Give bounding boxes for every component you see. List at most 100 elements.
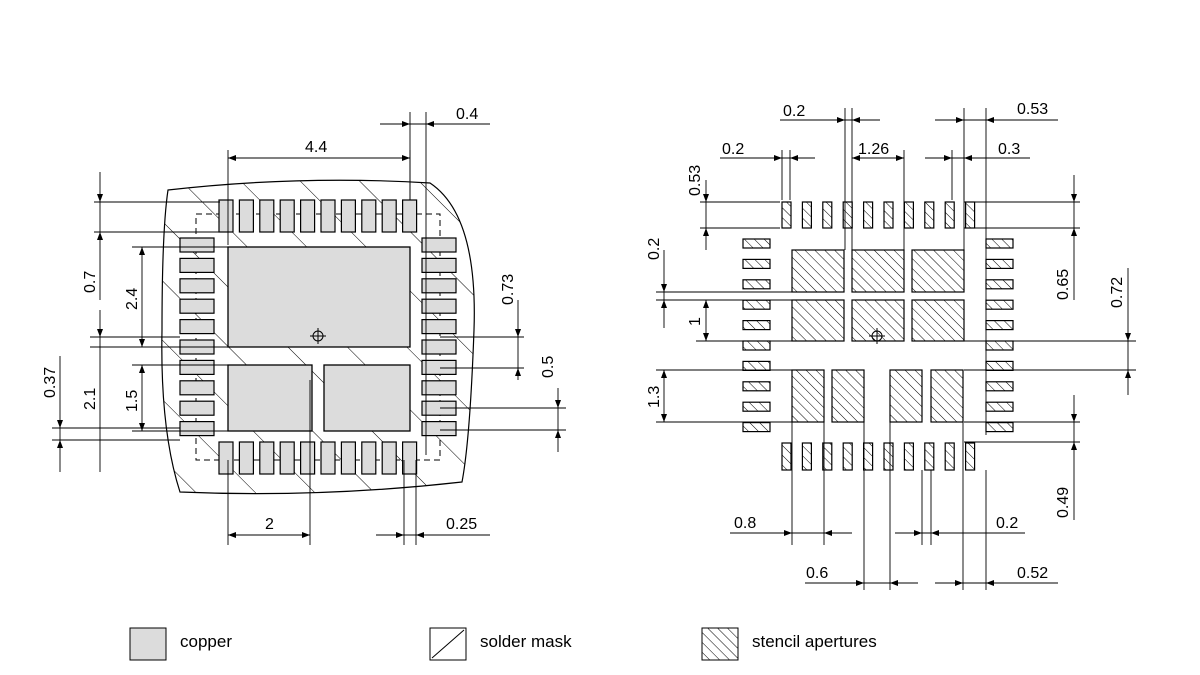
stencil-pad bbox=[985, 422, 1014, 433]
pad bbox=[300, 199, 316, 233]
stencil-pad bbox=[862, 442, 874, 471]
pad bbox=[421, 359, 457, 375]
dim-0-4: 0.4 bbox=[456, 106, 478, 123]
pad bbox=[238, 441, 254, 475]
pad bbox=[421, 298, 457, 314]
pad bbox=[340, 199, 356, 233]
stencil-pad bbox=[742, 360, 771, 371]
pad bbox=[259, 441, 275, 475]
stencil-pad bbox=[985, 360, 1014, 371]
dim-r-0-2-left: 0.2 bbox=[646, 238, 663, 260]
stencil-pad bbox=[985, 320, 1014, 331]
stencil-pad bbox=[985, 381, 1014, 392]
pad bbox=[421, 421, 457, 437]
dim-r-1-left: 1 bbox=[687, 317, 704, 326]
pad bbox=[361, 441, 377, 475]
legend-solder-mask-label: solder mask bbox=[480, 632, 572, 651]
dim-2-1: 2.1 bbox=[82, 388, 99, 410]
pad bbox=[361, 199, 377, 233]
exposed-pad-bottom-right bbox=[323, 364, 411, 432]
pad bbox=[381, 441, 397, 475]
pad bbox=[179, 257, 215, 273]
stencil-pad bbox=[964, 201, 976, 229]
stencil-pad bbox=[944, 442, 955, 471]
pads-left bbox=[179, 237, 215, 437]
pad bbox=[402, 199, 418, 233]
pad bbox=[421, 380, 457, 396]
legend-copper-swatch bbox=[129, 627, 167, 661]
pad bbox=[421, 278, 457, 294]
dim-r-0-49: 0.49 bbox=[1055, 487, 1072, 518]
pad bbox=[179, 298, 215, 314]
left-dimension-labels: 4.4 0.4 0.7 2.4 0.37 2.1 1.5 0.73 0.5 2 … bbox=[42, 106, 557, 533]
stencil-pad bbox=[801, 201, 813, 229]
dim-r-0-3: 0.3 bbox=[998, 141, 1020, 158]
dim-0-25: 0.25 bbox=[446, 516, 477, 533]
exposed-pad-large bbox=[227, 246, 411, 348]
stencil-pad bbox=[742, 422, 771, 433]
stencil-pad bbox=[944, 201, 955, 229]
pad bbox=[179, 237, 215, 253]
pads-bottom bbox=[218, 441, 418, 475]
legend-solder-mask-swatch bbox=[429, 627, 467, 661]
stencil-pad bbox=[903, 442, 915, 471]
stencil-pad bbox=[742, 340, 771, 351]
pad bbox=[179, 380, 215, 396]
stencil-pad bbox=[842, 442, 853, 471]
pad bbox=[320, 199, 336, 233]
dim-r-0-53-top: 0.53 bbox=[1017, 101, 1048, 118]
dim-r-0-8: 0.8 bbox=[734, 515, 756, 532]
pad bbox=[320, 441, 336, 475]
stencil-pad bbox=[985, 401, 1014, 412]
stencil-pad bbox=[742, 381, 771, 392]
stencil-pads-right bbox=[985, 238, 1014, 433]
stencil-pad bbox=[985, 279, 1014, 290]
stencil-pad bbox=[883, 442, 894, 471]
stencil-pad bbox=[822, 442, 833, 471]
stencil-apertures-lower bbox=[791, 369, 964, 423]
pad bbox=[218, 199, 234, 233]
stencil-pad bbox=[742, 238, 771, 249]
stencil-pad bbox=[822, 201, 833, 229]
legend: copper solder mask stencil apertures bbox=[129, 627, 877, 661]
stencil-pad bbox=[903, 201, 915, 229]
pad bbox=[421, 319, 457, 335]
stencil-pad bbox=[742, 401, 771, 412]
right-view: 0.2 0.53 0.2 1.26 0.3 0.53 0.2 1 1.3 0.6… bbox=[646, 101, 1136, 590]
stencil-pad bbox=[985, 258, 1014, 269]
stencil-pad bbox=[742, 299, 771, 310]
pad bbox=[279, 199, 295, 233]
dim-r-0-53-left: 0.53 bbox=[687, 165, 704, 196]
right-dimension-arrows bbox=[661, 117, 1131, 586]
dim-0-7: 0.7 bbox=[82, 271, 99, 293]
legend-copper-label: copper bbox=[180, 632, 232, 651]
package-outline bbox=[195, 213, 441, 461]
stencil-pads-top bbox=[781, 201, 976, 229]
pad bbox=[179, 278, 215, 294]
pad bbox=[402, 441, 418, 475]
pad bbox=[179, 319, 215, 335]
left-dimension-arrows bbox=[57, 121, 561, 538]
dim-r-0-2-topleft: 0.2 bbox=[722, 141, 744, 158]
pads-top bbox=[218, 199, 418, 233]
dim-r-1-3: 1.3 bbox=[646, 386, 663, 408]
stencil-pad bbox=[781, 442, 792, 471]
dim-r-0-2-top: 0.2 bbox=[783, 103, 805, 120]
dim-r-1-26: 1.26 bbox=[858, 141, 889, 158]
stencil-pad bbox=[781, 201, 792, 229]
pad bbox=[238, 199, 254, 233]
stencil-pad bbox=[964, 442, 976, 471]
pad bbox=[218, 441, 234, 475]
pad bbox=[179, 359, 215, 375]
center-mark-right bbox=[869, 328, 885, 344]
pad bbox=[259, 199, 275, 233]
dim-0-37: 0.37 bbox=[42, 367, 59, 398]
dim-2: 2 bbox=[265, 516, 274, 533]
pad bbox=[179, 400, 215, 416]
center-mark bbox=[310, 328, 326, 344]
left-dimension-lines bbox=[52, 112, 566, 545]
stencil-pad bbox=[742, 279, 771, 290]
pad bbox=[421, 257, 457, 273]
stencil-pad bbox=[862, 201, 874, 229]
dim-r-0-6: 0.6 bbox=[806, 565, 828, 582]
